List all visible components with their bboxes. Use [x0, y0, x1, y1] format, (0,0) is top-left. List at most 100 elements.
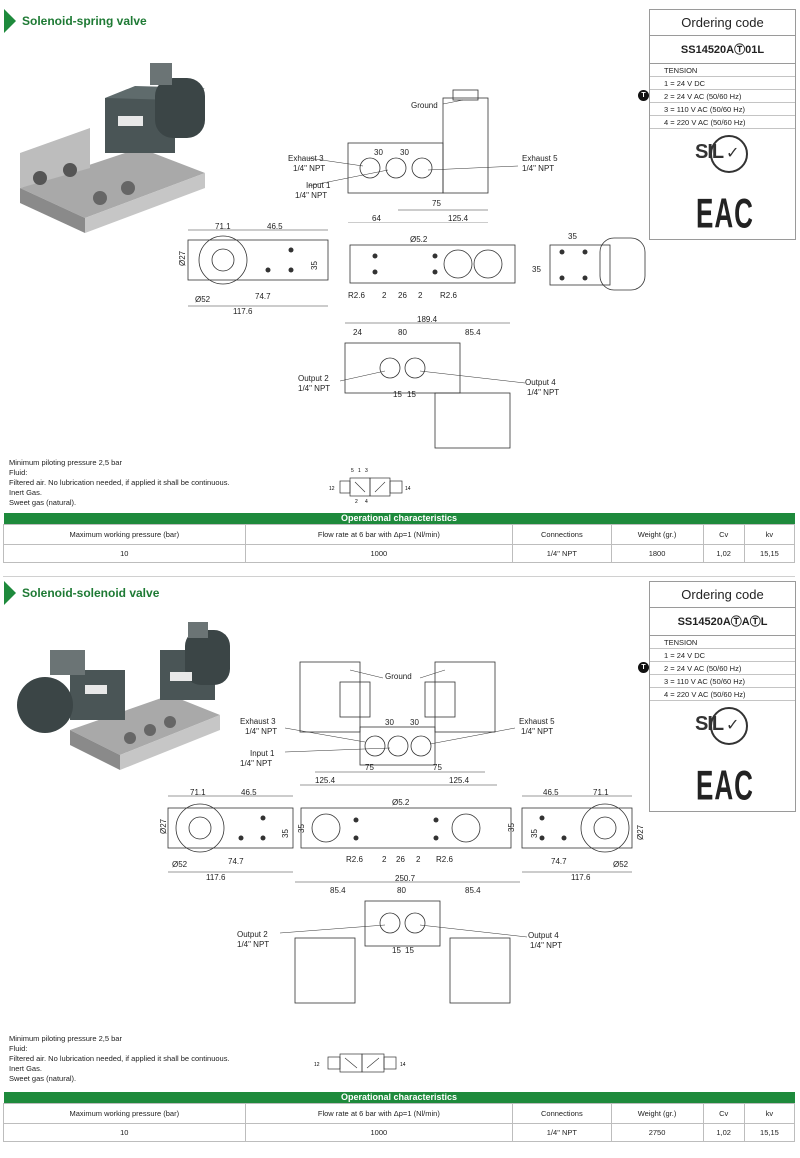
svg-text:1/4" NPT: 1/4" NPT	[527, 388, 559, 397]
table-header-row: Maximum working pressure (bar) Flow rate…	[3, 523, 796, 545]
tension-option: 3 = 110 V AC (50/60 Hz)	[650, 103, 795, 116]
dim-r26: R2.6	[440, 291, 457, 300]
top-view-drawing: Ground Exhaust 3 1/4" NPT Input 1 1/4" N…	[240, 661, 555, 786]
front-view-drawing: Ø5.2 R2.6 2 26 2 R2.6 35 35	[297, 798, 516, 864]
certifications: SIL ✓ EAC	[650, 701, 795, 811]
bottom-view-drawing: 189.4 24 80 85.4 Output 2 1/4" NPT Outpu…	[298, 315, 559, 449]
dim-30: 30	[410, 718, 419, 727]
dim-35: 35	[568, 232, 577, 241]
dim-64: 64	[372, 214, 381, 223]
dim-r26: R2.6	[348, 291, 365, 300]
table-row: 10 1000 1/4" NPT 2750 1,02 15,15	[3, 1122, 796, 1142]
sil-logo: SIL	[695, 713, 724, 735]
tension-option: 4 = 220 V AC (50/60 Hz)	[650, 116, 795, 129]
svg-text:1/4" NPT: 1/4" NPT	[240, 759, 272, 768]
svg-text:26: 26	[398, 291, 407, 300]
valve-symbol-icon: 12 14	[314, 1053, 406, 1073]
dim-35: 35	[507, 823, 516, 832]
output4-label: Output 4	[528, 931, 559, 940]
exhaust5-label: Exhaust 5	[519, 717, 555, 726]
svg-text:1/4" NPT: 1/4" NPT	[521, 727, 553, 736]
dim-2507: 250.7	[395, 874, 416, 883]
dim-35: 35	[310, 261, 319, 270]
dim-854: 85.4	[465, 328, 481, 337]
tension-option: 3 = 110 V AC (50/60 Hz)	[650, 675, 795, 688]
tension-marker-icon: T	[638, 90, 649, 101]
eac-logo: EAC	[696, 761, 754, 809]
svg-text:2: 2	[418, 291, 423, 300]
dim-52-small: Ø5.2	[392, 798, 410, 807]
svg-text:14: 14	[400, 1062, 406, 1068]
valve-photo	[20, 63, 205, 233]
dim-80: 80	[397, 886, 406, 895]
bottom-view-drawing: 250.7 85.4 80 85.4 Output 2 1/4" NPT Out…	[237, 874, 562, 1004]
ground-label: Ground	[411, 101, 438, 110]
dim-30: 30	[374, 148, 383, 157]
dim-747: 74.7	[551, 857, 567, 866]
section-arrow-icon	[4, 9, 16, 33]
check-icon: ✓	[726, 717, 740, 734]
ground-label: Ground	[385, 672, 412, 681]
sil-logo-ring-icon	[710, 135, 748, 173]
svg-text:4: 4	[365, 499, 368, 504]
svg-text:26: 26	[396, 855, 405, 864]
dim-15: 15	[405, 946, 414, 955]
ordering-code-value: SS14520AⓉAⓉL	[650, 608, 795, 636]
input1-label: Input 1	[306, 181, 331, 190]
svg-text:1/4" NPT: 1/4" NPT	[245, 727, 277, 736]
operational-characteristics-table: Operational characteristics Maximum work…	[3, 513, 796, 563]
eac-logo: EAC	[696, 189, 754, 237]
dim-27: Ø27	[159, 818, 168, 834]
svg-text:1/4" NPT: 1/4" NPT	[293, 164, 325, 173]
table-header-row: Maximum working pressure (bar) Flow rate…	[3, 1102, 796, 1124]
dim-71: 71.1	[215, 222, 231, 231]
sil-logo-ring-icon	[710, 707, 748, 745]
dim-52: Ø52	[613, 860, 629, 869]
dim-46: 46.5	[543, 788, 559, 797]
svg-text:2: 2	[382, 291, 387, 300]
dim-15: 15	[407, 390, 416, 399]
section-title: Solenoid-solenoid valve	[0, 580, 159, 606]
dim-854: 85.4	[465, 886, 481, 895]
ordering-code-heading: Ordering code	[650, 10, 795, 36]
valve-photo	[17, 622, 230, 770]
tension-option: 4 = 220 V AC (50/60 Hz)	[650, 688, 795, 701]
section-arrow-icon	[4, 581, 16, 605]
dim-75: 75	[365, 763, 374, 772]
dim-75: 75	[433, 763, 442, 772]
svg-text:2: 2	[416, 855, 421, 864]
svg-text:5: 5	[351, 468, 354, 474]
top-view-drawing: Ground Exhaust 3 1/4" NPT Input 1 1/4" N…	[288, 89, 558, 223]
dim-854: 85.4	[330, 886, 346, 895]
dim-52: Ø52	[195, 295, 211, 304]
svg-text:14: 14	[405, 486, 411, 492]
dim-30: 30	[385, 718, 394, 727]
dim-27: Ø27	[636, 824, 645, 840]
dim-r26: R2.6	[436, 855, 453, 864]
dim-1894: 189.4	[417, 315, 438, 324]
svg-text:1: 1	[358, 468, 361, 474]
ordering-code-value: SS14520AⓉ01L	[650, 36, 795, 64]
svg-text:1/4" NPT: 1/4" NPT	[237, 940, 269, 949]
dim-46: 46.5	[267, 222, 283, 231]
svg-text:2: 2	[355, 499, 358, 504]
right-view-drawing: 35 35	[532, 232, 646, 291]
notes: Minimum piloting pressure 2,5 bar Fluid:…	[9, 1034, 230, 1083]
dim-125: 125.4	[449, 776, 470, 785]
exhaust5-label: Exhaust 5	[522, 154, 558, 163]
notes: Minimum piloting pressure 2,5 bar Fluid:…	[9, 458, 230, 507]
dim-35: 35	[530, 829, 539, 838]
table-row: 10 1000 1/4" NPT 1800 1,02 15,15	[3, 543, 796, 563]
svg-text:12: 12	[329, 486, 335, 492]
svg-text:1/4" NPT: 1/4" NPT	[295, 191, 327, 200]
valve-symbol-icon: 12 14 5 1 3 2 4	[329, 468, 411, 504]
ordering-code-box: Ordering code SS14520AⓉ01L TENSION 1 = 2…	[638, 9, 796, 240]
dim-1176: 117.6	[206, 873, 226, 882]
dim-35: 35	[532, 265, 541, 274]
tension-option: 1 = 24 V DC	[650, 649, 795, 662]
ordering-code-heading: Ordering code	[650, 582, 795, 608]
dim-75: 75	[432, 199, 441, 208]
dim-747: 74.7	[228, 857, 244, 866]
tension-label: TENSION	[650, 64, 795, 77]
